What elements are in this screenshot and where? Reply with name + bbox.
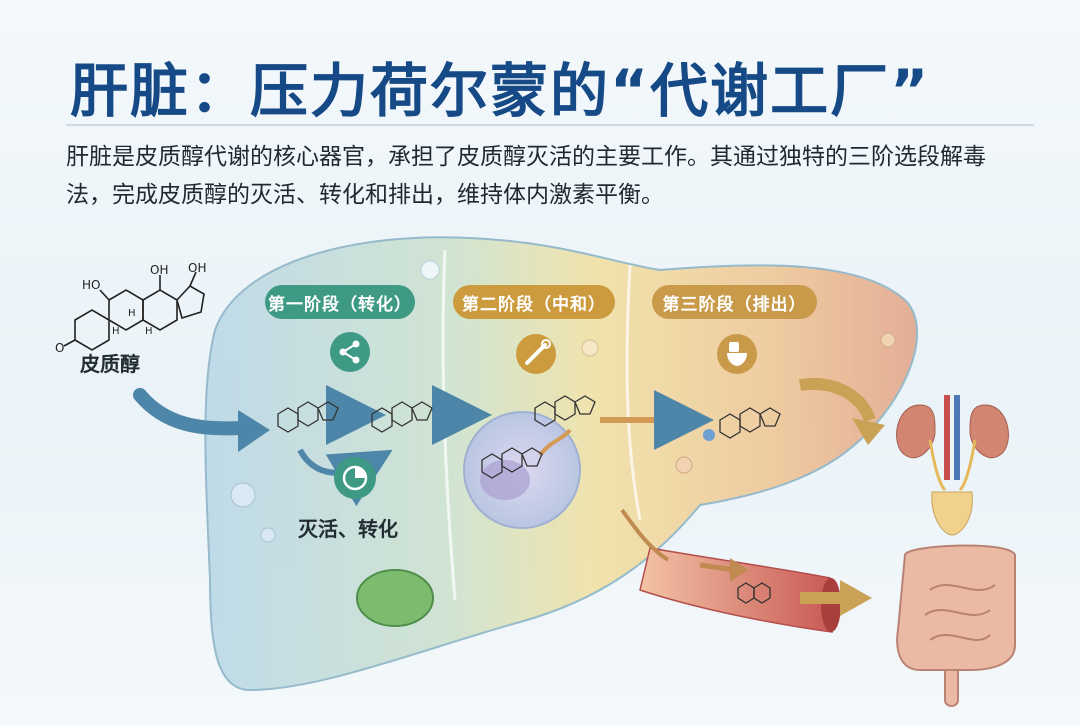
intestine-illustration	[896, 544, 1016, 707]
stage1-badge: 第一阶段（转化）	[265, 285, 415, 319]
stage3-badge: 第三阶段（排出）	[652, 285, 817, 319]
kidney-bladder-illustration	[896, 395, 1009, 536]
atom-h1: H	[128, 308, 136, 319]
small-molecule-5	[719, 407, 781, 439]
intro-text: 肝脏是皮质醇代谢的核心器官，承担了皮质醇灭活的主要工作。其通过独特的三阶选段解毒…	[66, 144, 986, 208]
toilet-icon	[717, 334, 757, 374]
small-molecule-3	[534, 395, 596, 427]
stage1-note: 灭活、转化	[298, 517, 398, 541]
small-molecule-1	[277, 401, 339, 433]
arrow-to-kidney	[799, 378, 876, 423]
atom-h3: H	[145, 326, 153, 337]
gallbladder	[356, 569, 434, 627]
atom-ho: HO	[82, 278, 100, 292]
cortisol-molecule	[63, 271, 205, 351]
wrench-icon	[516, 334, 556, 374]
pie-chart-icon	[334, 457, 376, 499]
small-molecule-6	[737, 582, 771, 604]
atom-oh-top: OH	[150, 263, 168, 277]
share-network-icon	[330, 332, 370, 372]
stage2-badge: 第二阶段（中和）	[453, 285, 615, 319]
small-molecule-2	[371, 401, 433, 433]
page-title: 肝脏：压力荷尔蒙的“代谢工厂”	[70, 57, 931, 125]
input-arrow	[133, 388, 247, 436]
title-divider	[66, 124, 1034, 126]
atom-o-left: O	[55, 341, 64, 355]
atom-oh-right: OH	[188, 261, 206, 275]
blood-vessel	[639, 547, 833, 633]
cortisol-label: 皮质醇	[80, 352, 140, 376]
small-molecule-4	[481, 447, 543, 479]
atom-h2: H	[112, 326, 120, 337]
